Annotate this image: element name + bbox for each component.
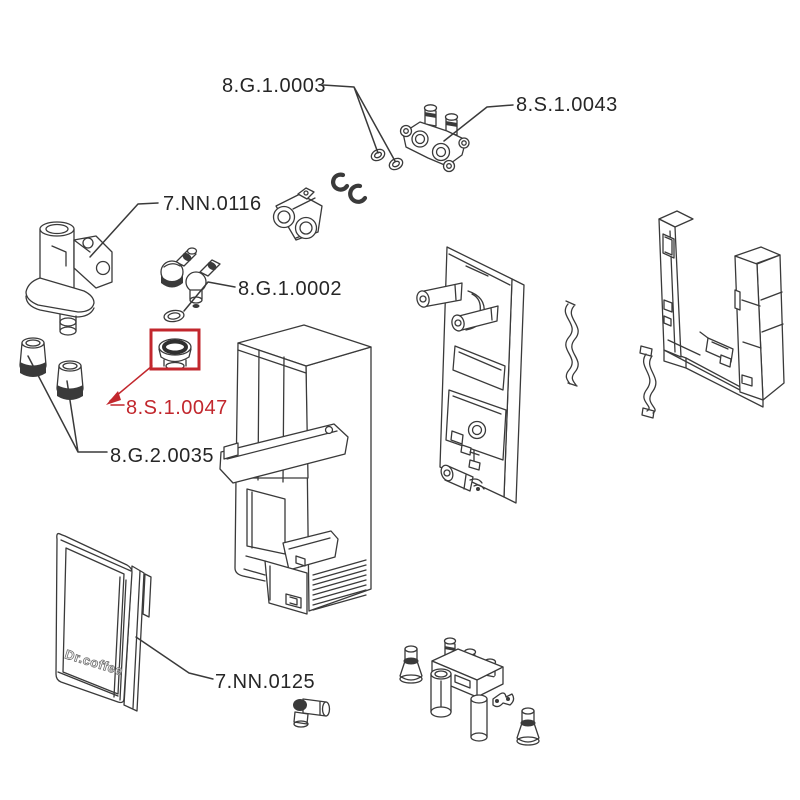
part-label-8S10047-highlighted: 8.S.1.0047 [126, 397, 228, 419]
part-wavy-strip [639, 345, 657, 419]
part-oring-small [163, 309, 185, 323]
part-bottom-manifold [399, 637, 540, 746]
part-water-tap [25, 221, 113, 336]
part-door-panel: Dr.coffee [55, 532, 152, 712]
leader-lines [27, 84, 514, 680]
part-knurled-cap-2 [56, 360, 84, 400]
part-valve-assembly [399, 104, 470, 173]
part-label-8G10002: 8.G.1.0002 [238, 278, 342, 300]
part-grommet-highlighted [158, 338, 192, 371]
part-double-connector [272, 187, 323, 241]
part-frame-assembly [658, 210, 785, 408]
highlight-leader [106, 365, 153, 406]
part-label-7NN0116: 7.NN.0116 [163, 193, 262, 215]
part-label-8G10003: 8.G.1.0003 [222, 75, 326, 97]
part-label-8S10043: 8.S.1.0043 [516, 94, 618, 116]
part-rear-panel [416, 246, 525, 504]
part-label-7NN0125: 7.NN.0125 [215, 671, 315, 693]
part-elbow-fittings [160, 247, 221, 308]
part-machine-body [219, 324, 372, 615]
highlight-arrowhead [106, 391, 121, 405]
part-orings [370, 148, 404, 171]
part-c-clips [331, 172, 368, 204]
part-knurled-cap-1 [19, 337, 47, 377]
part-small-elbow [293, 698, 331, 728]
highlight-box [149, 328, 201, 371]
part-label-8G20035: 8.G.2.0035 [110, 445, 214, 467]
part-wavy-clip [564, 300, 579, 387]
